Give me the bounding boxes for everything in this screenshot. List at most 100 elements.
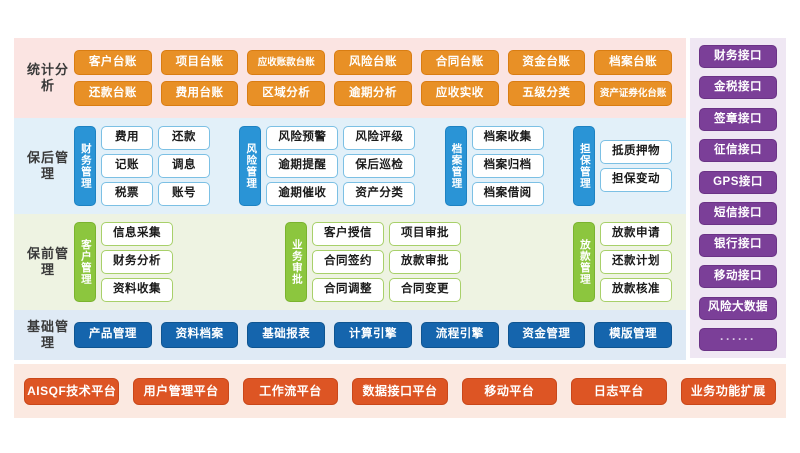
band-pre-loan: 保前管理 客户管理 信息采集 财务分析 资料收集 (14, 214, 686, 310)
stats-item-13[interactable]: 资产证券化台账 (594, 81, 672, 106)
post-chip-risk-alert[interactable]: 风险预警 (266, 126, 339, 150)
stats-item-6[interactable]: 档案台账 (594, 50, 672, 75)
stats-item-5[interactable]: 资金台账 (507, 50, 586, 75)
band-body-basic-management: 产品管理 资料档案 基础报表 计算引擎 流程引擎 资金管理 模版管理 (74, 322, 678, 348)
pre-chip-contract-adjust[interactable]: 合同调整 (312, 278, 384, 302)
group-items-disbursement-col-0: 放款申请 还款计划 放款核准 (600, 222, 672, 302)
group-tab-disbursement-management[interactable]: 放款管理 (573, 222, 595, 302)
post-chip-archive-borrow[interactable]: 档案借阅 (471, 182, 544, 206)
interface-item-finance[interactable]: 财务接口 (699, 45, 777, 68)
pre-chip-customer-credit[interactable]: 客户授信 (312, 222, 384, 246)
stats-item-8[interactable]: 费用台账 (160, 81, 239, 106)
pre-loan-groups: 客户管理 信息采集 财务分析 资料收集 业务审批 客户授信 合同签 (74, 222, 678, 302)
stats-item-7[interactable]: 还款台账 (74, 81, 152, 106)
group-tab-guarantee-management[interactable]: 担保管理 (572, 126, 595, 206)
post-chip-rate-adjust[interactable]: 调息 (158, 154, 210, 178)
post-chip-asset-classify[interactable]: 资产分类 (343, 182, 416, 206)
group-items-approval-col-0: 客户授信 合同签约 合同调整 (312, 222, 384, 302)
basic-item-4[interactable]: 流程引擎 (420, 322, 499, 348)
group-tab-business-approval[interactable]: 业务审批 (285, 222, 307, 302)
basic-item-3[interactable]: 计算引擎 (334, 322, 412, 348)
group-tab-customer-management[interactable]: 客户管理 (74, 222, 96, 302)
group-items-archive-col-0: 档案收集 档案归档 档案借阅 (471, 126, 544, 206)
group-archive-management: 档案管理 档案收集 档案归档 档案借阅 (444, 126, 544, 206)
post-chip-repayment[interactable]: 还款 (158, 126, 210, 150)
post-chip-overdue-collect[interactable]: 逾期催收 (266, 182, 339, 206)
basic-item-5[interactable]: 资金管理 (507, 322, 586, 348)
interface-item-signature[interactable]: 签章接口 (699, 107, 777, 131)
basic-grid: 产品管理 资料档案 基础报表 计算引擎 流程引擎 资金管理 模版管理 (74, 322, 678, 348)
interface-item-bank[interactable]: 银行接口 (699, 233, 777, 257)
interface-item-mobile[interactable]: 移动接口 (699, 265, 777, 289)
band-label-statistics: 统计分析 (26, 61, 69, 93)
pre-chip-repayment-plan[interactable]: 还款计划 (600, 250, 672, 274)
stats-item-0[interactable]: 客户台账 (74, 50, 152, 75)
stats-item-11[interactable]: 应收实收 (420, 81, 499, 106)
post-chip-fee[interactable]: 费用 (101, 126, 153, 150)
group-items-customer-col-0: 信息采集 财务分析 资料收集 (101, 222, 173, 302)
pre-chip-contract-change[interactable]: 合同变更 (389, 278, 461, 302)
platform-item-log[interactable]: 日志平台 (571, 377, 667, 405)
pre-chip-info-collect[interactable]: 信息采集 (101, 222, 173, 246)
post-chip-risk-rating[interactable]: 风险评级 (343, 126, 416, 150)
basic-item-0[interactable]: 产品管理 (74, 322, 152, 348)
post-chip-archive-collect[interactable]: 档案收集 (471, 126, 544, 150)
interface-item-credit[interactable]: 征信接口 (699, 139, 777, 163)
pre-chip-loan-approval[interactable]: 放款审批 (389, 250, 461, 274)
post-chip-account-no[interactable]: 账号 (158, 182, 210, 206)
basic-item-1[interactable]: 资料档案 (160, 322, 239, 348)
stats-item-1[interactable]: 项目台账 (160, 50, 239, 75)
pre-chip-loan-application[interactable]: 放款申请 (600, 222, 672, 246)
platform-item-aisqf[interactable]: AISQF技术平台 (24, 377, 120, 405)
interface-item-tax[interactable]: 金税接口 (699, 76, 777, 100)
group-items-risk-col-1: 风险评级 保后巡检 资产分类 (343, 126, 416, 206)
interface-item-risk-bigdata[interactable]: 风险大数据 (699, 296, 777, 320)
stats-item-10[interactable]: 逾期分析 (334, 81, 412, 106)
band-label-post-loan: 保后管理 (26, 149, 69, 181)
band-platforms: AISQF技术平台 用户管理平台 工作流平台 数据接口平台 移动平台 日志平台 … (14, 364, 786, 418)
platform-item-biz-extension[interactable]: 业务功能扩展 (680, 377, 776, 405)
stats-item-9[interactable]: 区域分析 (247, 81, 326, 106)
group-items-approval-col-1: 项目审批 放款审批 合同变更 (389, 222, 461, 302)
pre-chip-loan-verify[interactable]: 放款核准 (600, 278, 672, 302)
interface-item-gps[interactable]: GPS接口 (699, 170, 777, 194)
post-chip-post-inspect[interactable]: 保后巡检 (343, 154, 416, 178)
post-chip-tax-invoice[interactable]: 税票 (101, 182, 153, 206)
pre-chip-project-approval[interactable]: 项目审批 (389, 222, 461, 246)
band-body-pre-loan: 客户管理 信息采集 财务分析 资料收集 业务审批 客户授信 合同签 (74, 222, 678, 302)
pre-chip-contract-sign[interactable]: 合同签约 (312, 250, 384, 274)
group-items-risk-col-0: 风险预警 逾期提醒 逾期催收 (266, 126, 339, 206)
platform-item-data-api[interactable]: 数据接口平台 (352, 377, 448, 405)
group-items-finance-col-0: 费用 记账 税票 (101, 126, 153, 206)
post-spacer-1 (210, 126, 239, 206)
interface-item-more[interactable]: ······ (699, 327, 777, 351)
platform-grid: AISQF技术平台 用户管理平台 工作流平台 数据接口平台 移动平台 日志平台 … (24, 377, 776, 405)
post-chip-overdue-remind[interactable]: 逾期提醒 (266, 154, 339, 178)
stats-item-4[interactable]: 合同台账 (420, 50, 499, 75)
group-disbursement-management: 放款管理 放款申请 还款计划 放款核准 (573, 222, 672, 302)
group-business-approval: 业务审批 客户授信 合同签约 合同调整 项目审批 放款审批 合同变更 (285, 222, 461, 302)
band-label-pre-loan: 保前管理 (26, 245, 69, 277)
platform-item-workflow[interactable]: 工作流平台 (242, 377, 339, 405)
basic-item-2[interactable]: 基础报表 (247, 322, 326, 348)
stats-item-12[interactable]: 五级分类 (507, 81, 586, 106)
group-tab-finance-management[interactable]: 财务管理 (74, 126, 96, 206)
post-chip-guarantee-change[interactable]: 担保变动 (599, 168, 672, 192)
band-statistics: 统计分析 客户台账 项目台账 应收账款台账 风险台账 合同台账 资金台账 档案台… (14, 38, 686, 118)
platform-item-mobile[interactable]: 移动平台 (461, 377, 558, 405)
group-tab-archive-management[interactable]: 档案管理 (444, 126, 467, 206)
pre-chip-financial-analysis[interactable]: 财务分析 (101, 250, 173, 274)
pre-chip-material-collect[interactable]: 资料收集 (101, 278, 173, 302)
band-body-statistics: 客户台账 项目台账 应收账款台账 风险台账 合同台账 资金台账 档案台账 还款台… (74, 50, 678, 106)
stats-item-2[interactable]: 应收账款台账 (247, 50, 326, 75)
group-items-guarantee-col-0: 抵质押物 担保变动 (599, 126, 672, 206)
interface-column: 财务接口 金税接口 签章接口 征信接口 GPS接口 短信接口 银行接口 移动接口… (690, 38, 786, 358)
basic-item-6[interactable]: 模版管理 (594, 322, 672, 348)
post-chip-bookkeeping[interactable]: 记账 (101, 154, 153, 178)
post-chip-collateral[interactable]: 抵质押物 (599, 140, 672, 164)
platform-item-user-mgmt[interactable]: 用户管理平台 (133, 377, 229, 405)
post-chip-archive-file[interactable]: 档案归档 (471, 154, 544, 178)
stats-item-3[interactable]: 风险台账 (334, 50, 412, 75)
interface-item-sms[interactable]: 短信接口 (699, 202, 777, 226)
group-tab-risk-management[interactable]: 风险管理 (239, 126, 262, 206)
